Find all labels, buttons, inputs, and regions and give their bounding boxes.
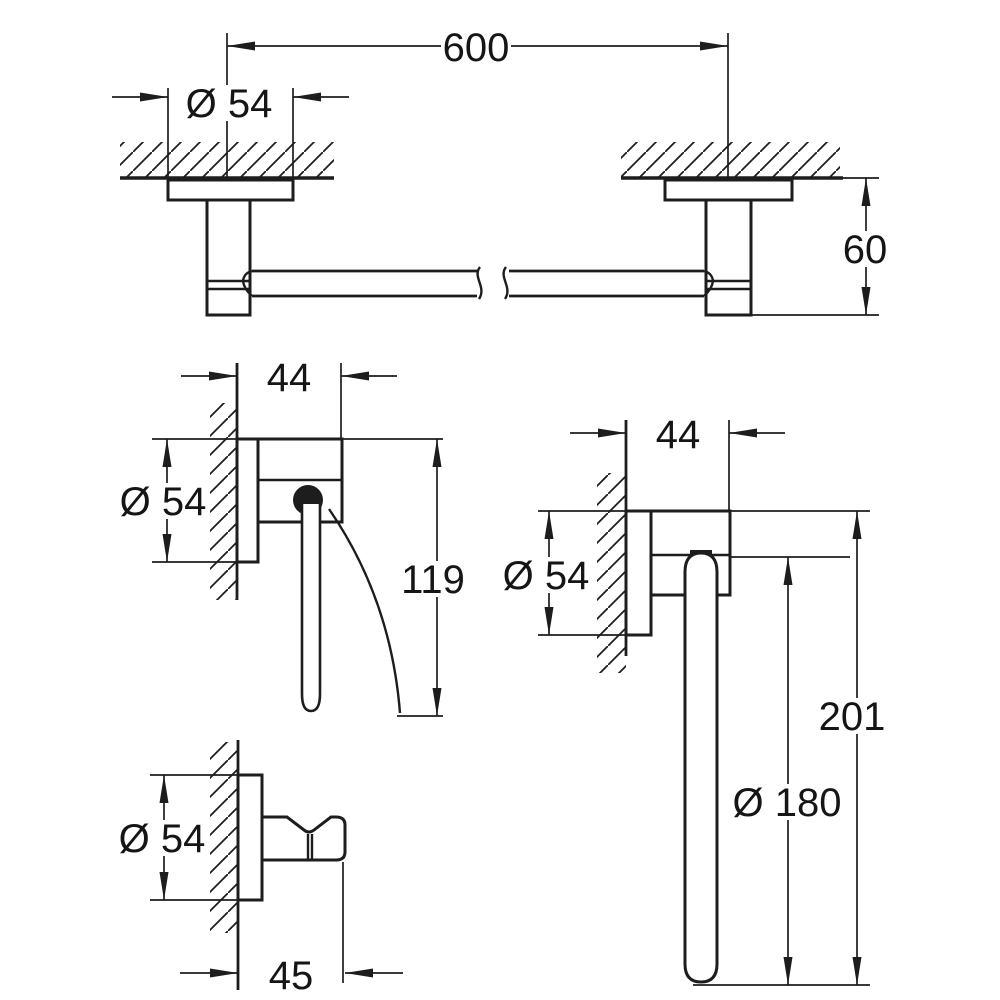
dim-holder-height-label: 119 (401, 558, 465, 602)
dim-hook-projection-label: 45 (269, 954, 314, 998)
post-left (205, 198, 252, 317)
break-symbol-left (476, 266, 483, 300)
mounting-flange-left (166, 178, 295, 202)
dim-bar-length-label: 600 (443, 26, 510, 70)
paper-holder-view: 44 Ø 54 119 (120, 356, 465, 717)
dim-bar-depth-label: 60 (843, 228, 888, 272)
ring (683, 551, 719, 984)
robe-hook-view: Ø 54 45 (119, 740, 403, 998)
holder-arm-curve (328, 508, 402, 714)
break-symbol-right (502, 266, 509, 300)
dim-holder-flange-label: Ø 54 (120, 480, 207, 524)
post-right (704, 198, 753, 317)
rosette-plate (235, 437, 260, 564)
bar-right-segment (509, 269, 704, 298)
dim-ring-height-label: 201 (819, 695, 886, 739)
wall-hatch-right (621, 142, 840, 178)
rosette-plate (624, 509, 653, 637)
dim-ring-flange-label: Ø 54 (503, 554, 590, 598)
towel-ring (624, 509, 732, 984)
dim-ring-projection-label: 44 (656, 413, 701, 457)
dim-ring-diameter-label: Ø 180 (733, 781, 842, 825)
wall-hatch (597, 473, 626, 673)
rosette-plate (236, 773, 264, 902)
mounting-flange-right (663, 178, 794, 202)
dim-hook-flange-label: Ø 54 (119, 817, 206, 861)
paper-holder-dimension-lines (152, 363, 443, 717)
robe-hook-dimension-lines (150, 774, 403, 983)
holder-arm (300, 504, 322, 713)
dim-bar-flange-label: Ø 54 (186, 82, 273, 126)
paper-holder (235, 437, 402, 714)
hook-body (260, 815, 347, 862)
dim-holder-projection-label: 44 (267, 356, 312, 400)
robe-hook (236, 773, 347, 902)
towel-bar (166, 178, 794, 317)
wall-hatch-left (120, 142, 334, 178)
towel-bar-view: 600 Ø 54 60 (112, 26, 889, 317)
bar-left-segment (252, 269, 477, 298)
towel-ring-view: 44 Ø 54 201 Ø 180 (503, 413, 886, 986)
wall-hatch (210, 403, 237, 600)
wall-hatch (210, 742, 238, 933)
